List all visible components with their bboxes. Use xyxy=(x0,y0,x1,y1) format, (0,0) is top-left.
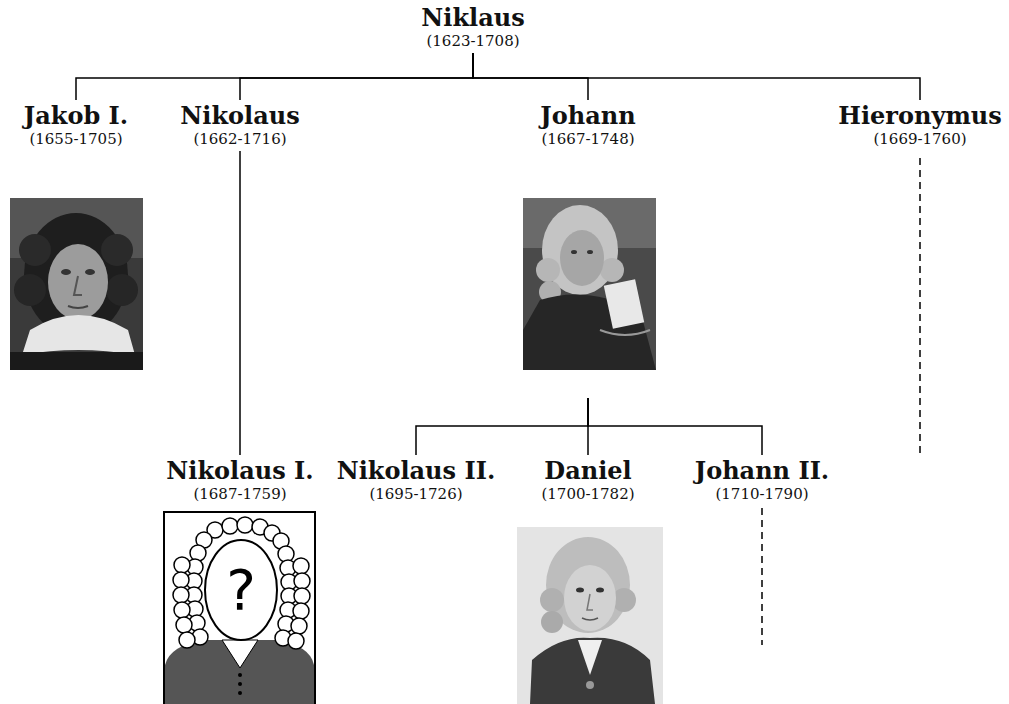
person-node: Nikolaus II.(1695-1726) xyxy=(333,455,499,506)
life-dates: (1687-1759) xyxy=(166,485,313,504)
life-dates: (1667-1748) xyxy=(540,130,635,149)
person-node: Daniel(1700-1782) xyxy=(537,455,638,506)
person-node: Johann II.(1710-1790) xyxy=(691,455,833,506)
family-line xyxy=(588,398,762,455)
portrait xyxy=(10,198,143,370)
person-node: Nikolaus I.(1687-1759) xyxy=(162,455,317,506)
person-name: Nikolaus II. xyxy=(337,457,495,485)
life-dates: (1655-1705) xyxy=(24,130,128,149)
person-node: Jakob I.(1655-1705) xyxy=(20,100,132,151)
person-name: Hieronymus xyxy=(838,102,1001,130)
portrait-mark: ? xyxy=(226,560,256,620)
life-dates: (1669-1760) xyxy=(838,130,1001,149)
person-name: Niklaus xyxy=(421,4,524,32)
person-name: Nikolaus I. xyxy=(166,457,313,485)
person-node: Hieronymus(1669-1760) xyxy=(834,100,1005,151)
family-line xyxy=(416,398,588,455)
dashed-line xyxy=(919,158,921,455)
person-node: Nikolaus(1662-1716) xyxy=(176,100,303,151)
person-name: Nikolaus xyxy=(180,102,299,130)
life-dates: (1662-1716) xyxy=(180,130,299,149)
portrait xyxy=(517,527,663,704)
life-dates: (1700-1782) xyxy=(541,485,634,504)
person-node: Niklaus(1623-1708) xyxy=(417,2,528,53)
person-node: Johann(1667-1748) xyxy=(536,100,639,398)
family-line xyxy=(473,53,920,100)
dashed-line xyxy=(761,508,763,645)
portrait-placeholder xyxy=(164,512,315,704)
family-line xyxy=(473,53,588,100)
family-line xyxy=(239,151,241,455)
person-name: Johann xyxy=(540,102,635,130)
person-name: Daniel xyxy=(541,457,634,485)
life-dates: (1710-1790) xyxy=(695,485,829,504)
portrait xyxy=(523,198,656,370)
life-dates: (1695-1726) xyxy=(337,485,495,504)
person-name: Jakob I. xyxy=(24,102,128,130)
family-line xyxy=(240,53,473,100)
person-name: Johann II. xyxy=(695,457,829,485)
life-dates: (1623-1708) xyxy=(421,32,524,51)
family-line xyxy=(76,53,473,100)
